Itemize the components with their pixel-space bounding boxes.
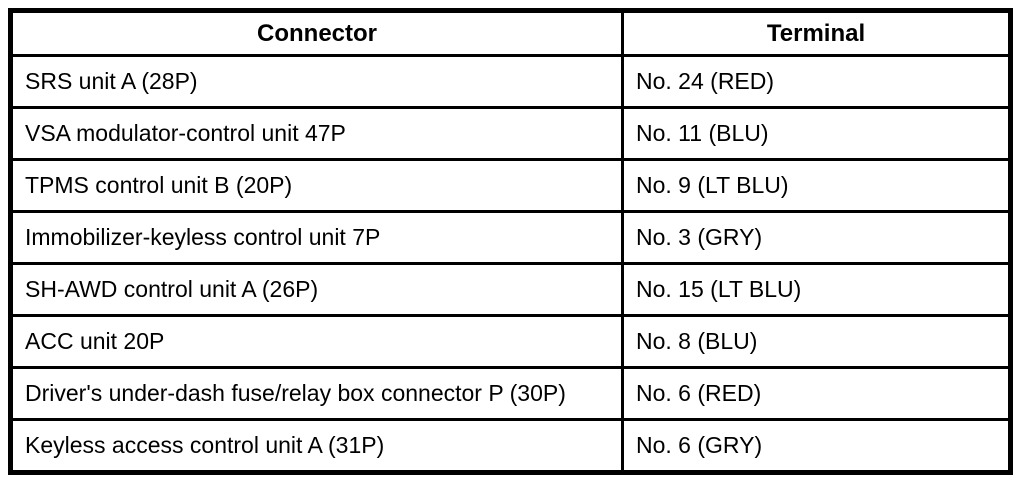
terminal-cell: No. 6 (GRY) [621, 418, 1012, 474]
table-row: Immobilizer-keyless control unit 7P No. … [9, 210, 1012, 265]
connector-cell: TPMS control unit B (20P) [9, 158, 624, 213]
connector-cell: VSA modulator-control unit 47P [9, 106, 624, 161]
table-row: SH-AWD control unit A (26P) No. 15 (LT B… [9, 262, 1012, 317]
terminal-cell: No. 6 (RED) [621, 366, 1012, 421]
table-row: Keyless access control unit A (31P) No. … [9, 418, 1012, 474]
terminal-cell: No. 3 (GRY) [621, 210, 1012, 265]
table-row: ACC unit 20P No. 8 (BLU) [9, 314, 1012, 369]
connector-cell: ACC unit 20P [9, 314, 624, 369]
connector-terminal-table: Connector Terminal SRS unit A (28P) No. … [8, 8, 1013, 475]
terminal-cell: No. 8 (BLU) [621, 314, 1012, 369]
terminal-cell: No. 9 (LT BLU) [621, 158, 1012, 213]
connector-cell: Driver's under-dash fuse/relay box conne… [9, 366, 624, 421]
connector-cell: Immobilizer-keyless control unit 7P [9, 210, 624, 265]
table-row: TPMS control unit B (20P) No. 9 (LT BLU) [9, 158, 1012, 213]
table-row: SRS unit A (28P) No. 24 (RED) [9, 54, 1012, 109]
column-header-connector: Connector [9, 9, 624, 57]
terminal-cell: No. 15 (LT BLU) [621, 262, 1012, 317]
table-row: VSA modulator-control unit 47P No. 11 (B… [9, 106, 1012, 161]
connector-cell: SH-AWD control unit A (26P) [9, 262, 624, 317]
connector-cell: Keyless access control unit A (31P) [9, 418, 624, 474]
column-header-terminal: Terminal [621, 9, 1012, 57]
table-row: Driver's under-dash fuse/relay box conne… [9, 366, 1012, 421]
connector-cell: SRS unit A (28P) [9, 54, 624, 109]
terminal-cell: No. 11 (BLU) [621, 106, 1012, 161]
header-row: Connector Terminal [9, 9, 1012, 57]
terminal-cell: No. 24 (RED) [621, 54, 1012, 109]
